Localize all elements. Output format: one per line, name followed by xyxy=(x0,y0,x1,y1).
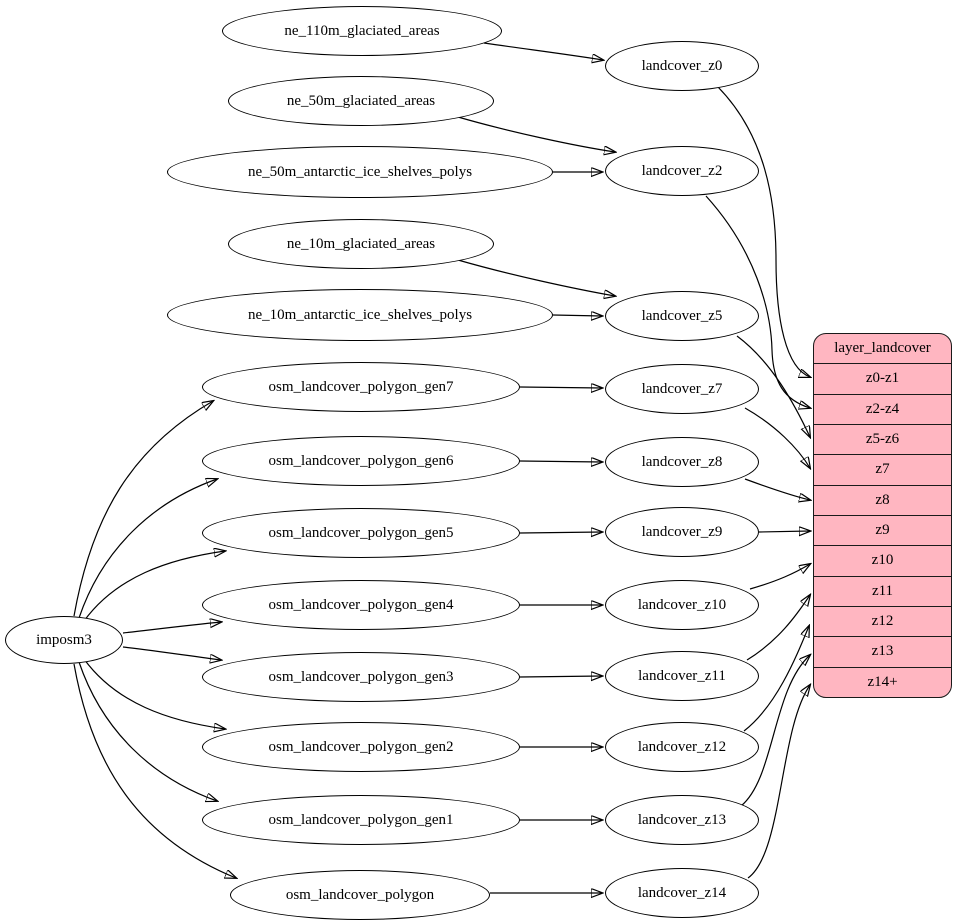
node-landcover-z0: landcover_z0 xyxy=(605,41,759,91)
edge-osm-landcover-polygon-gen3-landcover-z11 xyxy=(519,676,602,677)
node-landcover-z14: landcover_z14 xyxy=(605,868,759,918)
table-layer-landcover: layer_landcover z0-z1 z2-z4 z5-z6 z7 z8 … xyxy=(813,333,952,698)
edge-imposm3-osm-landcover-polygon-gen5 xyxy=(83,551,225,622)
table-row-z0-z1: z0-z1 xyxy=(814,363,951,393)
node-imposm3: imposm3 xyxy=(5,616,123,664)
table-row-z11: z11 xyxy=(814,575,951,606)
edge-landcover-z0-row-z0-z1 xyxy=(717,86,810,377)
node-ne-110m-glaciated-areas: ne_110m_glaciated_areas xyxy=(222,6,502,56)
table-row-z10: z10 xyxy=(814,545,951,575)
edge-imposm3-osm-landcover-polygon-gen3 xyxy=(122,646,221,660)
edge-landcover-z10-row-z10 xyxy=(749,564,810,590)
table-header: layer_landcover xyxy=(834,340,931,357)
node-landcover-z12: landcover_z12 xyxy=(605,722,759,772)
edge-landcover-z9-row-z9 xyxy=(758,531,810,532)
edge-osm-landcover-polygon-gen6-landcover-z8 xyxy=(519,461,602,462)
node-osm-landcover-polygon-gen6: osm_landcover_polygon_gen6 xyxy=(202,436,520,486)
table-row-z13: z13 xyxy=(814,636,951,666)
node-landcover-z9: landcover_z9 xyxy=(605,507,759,557)
edge-landcover-z7-row-z7 xyxy=(744,407,810,468)
edge-imposm3-osm-landcover-polygon-gen1 xyxy=(78,661,217,801)
node-osm-landcover-polygon-gen1: osm_landcover_polygon_gen1 xyxy=(202,795,520,845)
edge-imposm3-osm-landcover-polygon-gen7 xyxy=(73,401,213,617)
node-ne-50m-glaciated-areas: ne_50m_glaciated_areas xyxy=(228,76,494,126)
edge-imposm3-osm-landcover-polygon-gen4 xyxy=(122,622,221,634)
node-osm-landcover-polygon: osm_landcover_polygon xyxy=(230,870,490,920)
node-landcover-z8: landcover_z8 xyxy=(605,437,759,487)
edge-imposm3-osm-landcover-polygon-gen2 xyxy=(83,658,225,729)
edge-landcover-z14-row-z14plus xyxy=(747,685,810,879)
edge-ne-10m-antarctic-ice-shelves-polys-landcover-z5 xyxy=(552,315,602,316)
table-row-z12: z12 xyxy=(814,605,951,636)
node-landcover-z10: landcover_z10 xyxy=(605,580,759,630)
table-row-z14plus: z14+ xyxy=(814,666,951,697)
edge-landcover-z13-row-z13 xyxy=(740,655,810,807)
node-landcover-z7: landcover_z7 xyxy=(605,364,759,414)
table-row-z9: z9 xyxy=(814,514,951,545)
node-landcover-z2: landcover_z2 xyxy=(605,146,759,196)
edge-ne-10m-glaciated-areas-landcover-z5 xyxy=(457,259,615,296)
node-osm-landcover-polygon-gen7: osm_landcover_polygon_gen7 xyxy=(202,362,520,412)
node-osm-landcover-polygon-gen3: osm_landcover_polygon_gen3 xyxy=(202,652,520,702)
edge-ne-50m-glaciated-areas-landcover-z2 xyxy=(457,116,615,152)
edge-landcover-z5-row-z5-z6 xyxy=(736,335,810,437)
node-ne-50m-antarctic-ice-shelves-polys: ne_50m_antarctic_ice_shelves_polys xyxy=(167,146,553,198)
edge-imposm3-osm-landcover-polygon-gen6 xyxy=(78,479,217,619)
node-osm-landcover-polygon-gen2: osm_landcover_polygon_gen2 xyxy=(202,722,520,772)
table-row-z7: z7 xyxy=(814,454,951,484)
table-row-z5-z6: z5-z6 xyxy=(814,423,951,454)
edge-osm-landcover-polygon-gen7-landcover-z7 xyxy=(519,387,602,388)
node-landcover-z5: landcover_z5 xyxy=(605,291,759,341)
edge-imposm3-osm-landcover-polygon xyxy=(73,663,236,878)
node-osm-landcover-polygon-gen5: osm_landcover_polygon_gen5 xyxy=(202,508,520,558)
table-row-z8: z8 xyxy=(814,484,951,515)
table-row-z2-z4: z2-z4 xyxy=(814,393,951,424)
edge-landcover-z8-row-z8 xyxy=(744,478,810,500)
edge-osm-landcover-polygon-gen5-landcover-z9 xyxy=(519,532,602,533)
edge-landcover-z12-row-z12 xyxy=(743,626,809,732)
edge-landcover-z11-row-z11 xyxy=(746,595,810,661)
node-landcover-z13: landcover_z13 xyxy=(605,795,759,845)
edge-ne-110m-glaciated-areas-landcover-z0 xyxy=(483,42,603,60)
node-ne-10m-glaciated-areas: ne_10m_glaciated_areas xyxy=(228,219,494,269)
node-osm-landcover-polygon-gen4: osm_landcover_polygon_gen4 xyxy=(202,580,520,630)
node-landcover-z11: landcover_z11 xyxy=(605,651,759,701)
node-ne-10m-antarctic-ice-shelves-polys: ne_10m_antarctic_ice_shelves_polys xyxy=(167,289,553,341)
